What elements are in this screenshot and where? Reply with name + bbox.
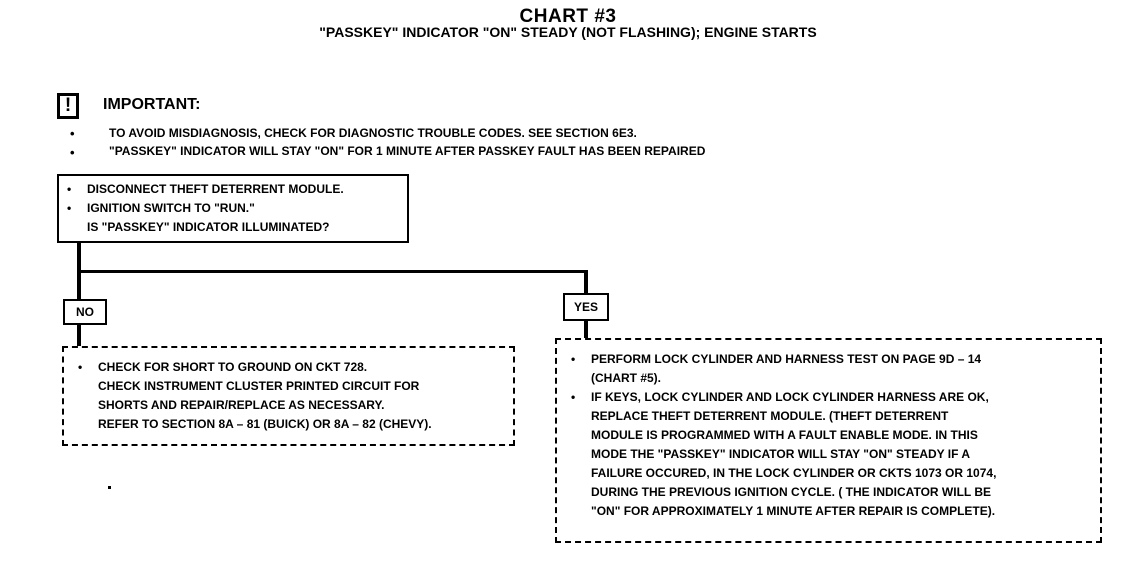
step-bullet: •: [67, 201, 72, 215]
step-bullet: •: [571, 390, 576, 404]
note-2: "PASSKEY" INDICATOR WILL STAY "ON" FOR 1…: [109, 144, 706, 158]
yes-action-box: • PERFORM LOCK CYLINDER AND HARNESS TEST…: [555, 338, 1102, 543]
chart-title: CHART #3: [519, 6, 617, 27]
connector-line-yes: [584, 270, 588, 293]
start-step-question: IS "PASSKEY" INDICATOR ILLUMINATED?: [87, 220, 330, 234]
no-action-line-3: SHORTS AND REPAIR/REPLACE AS NECESSARY.: [98, 398, 385, 412]
yes-item1-line-2: (CHART #5).: [591, 371, 662, 385]
scan-speck: [108, 486, 111, 489]
connector-line-no-down: [77, 325, 81, 346]
start-step-bullet-1: DISCONNECT THEFT DETERRENT MODULE.: [87, 182, 344, 196]
yes-item2-line-7: "ON" FOR APPROXIMATELY 1 MINUTE AFTER RE…: [591, 504, 996, 518]
step-bullet: •: [571, 352, 576, 366]
yes-item2-line-3: MODULE IS PROGRAMMED WITH A FAULT ENABLE…: [591, 428, 978, 442]
no-action-line-1: CHECK FOR SHORT TO GROUND ON CKT 728.: [98, 360, 368, 374]
yes-item2-line-2: REPLACE THEFT DETERRENT MODULE. (THEFT D…: [591, 409, 949, 423]
chart-subtitle: "PASSKEY" INDICATOR "ON" STEADY (NOT FLA…: [319, 24, 817, 40]
note-bullet: •: [70, 145, 75, 160]
note-bullet: •: [70, 126, 75, 141]
yes-branch-label: YES: [563, 293, 609, 321]
yes-item2-line-6: DURING THE PREVIOUS IGNITION CYCLE. ( TH…: [591, 485, 992, 499]
no-action-line-4: REFER TO SECTION 8A – 81 (BUICK) OR 8A –…: [98, 417, 432, 431]
step-bullet: •: [78, 360, 83, 374]
connector-line-horizontal: [77, 270, 587, 273]
yes-item2-line-1: IF KEYS, LOCK CYLINDER AND LOCK CYLINDER…: [591, 390, 989, 404]
yes-item2-line-5: FAILURE OCCURED, IN THE LOCK CYLINDER OR…: [591, 466, 997, 480]
no-action-line-2: CHECK INSTRUMENT CLUSTER PRINTED CIRCUIT…: [98, 379, 420, 393]
yes-item1-line-1: PERFORM LOCK CYLINDER AND HARNESS TEST O…: [591, 352, 982, 366]
no-action-box: • CHECK FOR SHORT TO GROUND ON CKT 728. …: [62, 346, 515, 446]
exclamation-icon: !: [57, 93, 79, 119]
start-step-box: • DISCONNECT THEFT DETERRENT MODULE. • I…: [57, 174, 409, 243]
connector-line-yes-down: [584, 321, 588, 338]
note-1: TO AVOID MISDIAGNOSIS, CHECK FOR DIAGNOS…: [109, 126, 637, 140]
yes-item2-line-4: MODE THE "PASSKEY" INDICATOR WILL STAY "…: [591, 447, 971, 461]
start-step-bullet-2: IGNITION SWITCH TO "RUN.": [87, 201, 255, 215]
important-label: IMPORTANT:: [103, 96, 201, 113]
no-branch-label: NO: [63, 299, 107, 325]
step-bullet: •: [67, 182, 72, 196]
